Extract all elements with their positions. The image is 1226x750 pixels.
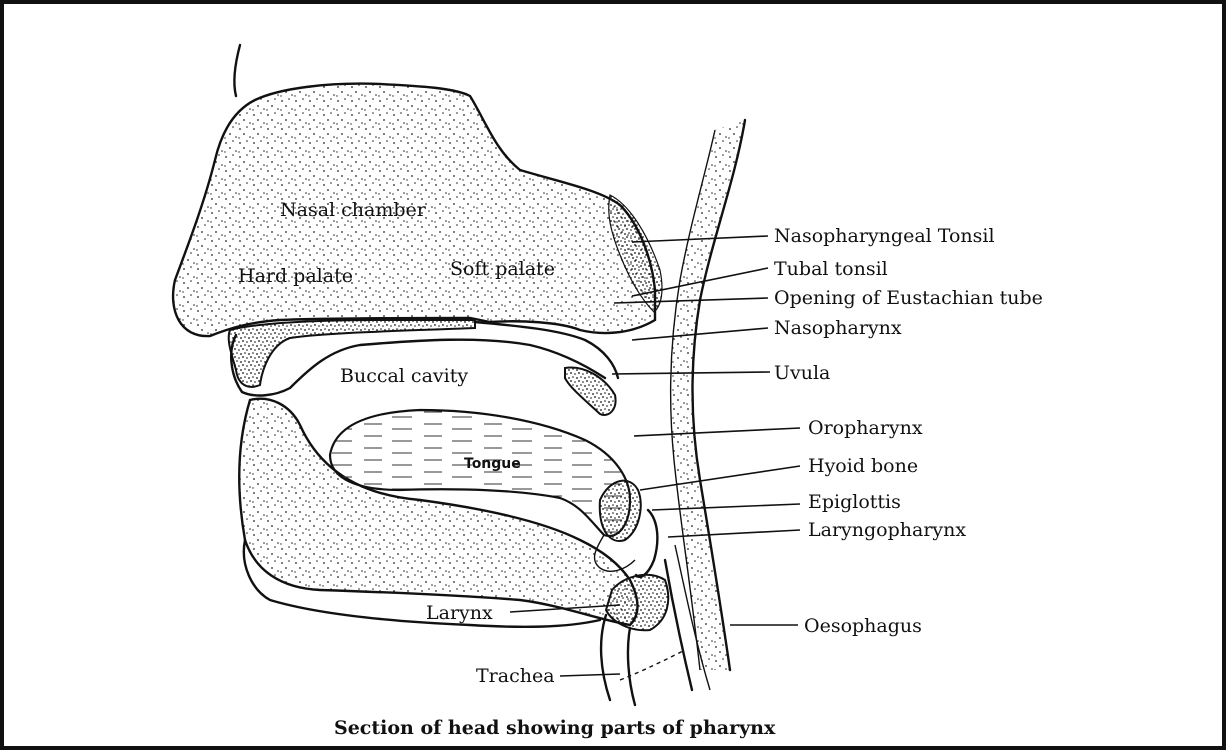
label-larynx: Larynx	[426, 602, 493, 624]
label-buccal-cavity: Buccal cavity	[340, 365, 468, 387]
forehead-outline	[234, 45, 240, 96]
label-nasal-chamber: Nasal chamber	[280, 199, 427, 221]
label-trachea: Trachea	[476, 665, 555, 687]
label-oropharynx: Oropharynx	[808, 417, 923, 439]
label-tubal-tonsil: Tubal tonsil	[774, 258, 888, 280]
label-epiglottis: Epiglottis	[808, 491, 901, 513]
oesophagus-front-wall	[665, 560, 692, 690]
label-oesophagus: Oesophagus	[804, 615, 922, 637]
trachea-dashed-line	[620, 650, 685, 680]
label-uvula: Uvula	[774, 362, 830, 384]
label-laryngopharynx: Laryngopharynx	[808, 519, 966, 541]
prevertebral-tissue	[671, 120, 745, 670]
label-hyoid-bone: Hyoid bone	[808, 455, 918, 477]
trachea-back-wall	[628, 628, 635, 705]
label-eustachian-opening: Opening of Eustachian tube	[774, 287, 1043, 309]
label-tongue: Tongue	[464, 456, 521, 472]
label-nasopharynx: Nasopharynx	[774, 317, 902, 339]
label-soft-palate: Soft palate	[450, 258, 555, 280]
hyoid-bone-shape	[600, 481, 641, 541]
label-hard-palate: Hard palate	[238, 265, 353, 287]
trachea-front-wall	[601, 615, 610, 700]
diagram-caption: Section of head showing parts of pharynx	[334, 717, 776, 739]
label-nasopharyngeal-tonsil: Nasopharyngeal Tonsil	[774, 225, 995, 247]
uvula-shape	[565, 368, 616, 415]
